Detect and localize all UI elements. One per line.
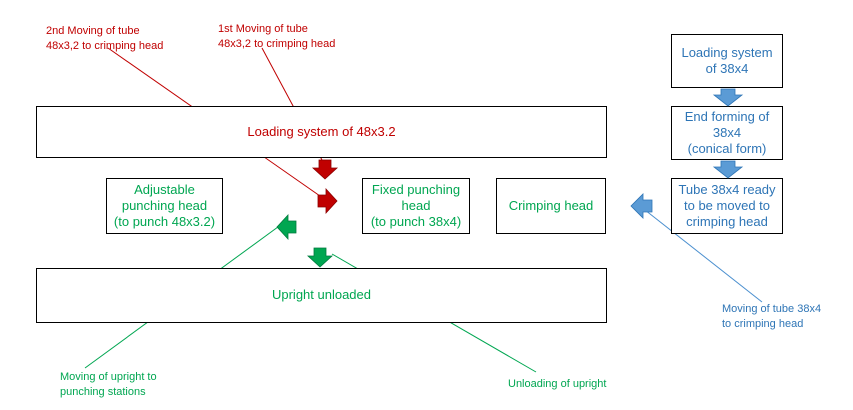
- loading-system-38-box: Loading system of 38x4: [671, 34, 783, 88]
- red-right-arrow: [317, 187, 338, 215]
- end-forming-box: End forming of 38x4 (conical form): [671, 106, 783, 160]
- green-down-arrow: [306, 247, 334, 268]
- upright-unloaded-box: Upright unloaded: [36, 268, 607, 323]
- blue-down-arrow-2: [712, 160, 744, 179]
- moving-tube-38x4-leader: [644, 209, 763, 303]
- blue-left-arrow: [630, 193, 653, 219]
- crimping-head-box: Crimping head: [496, 178, 606, 234]
- moving-tube-38x4-label: Moving of tube 38x4 to crimping head: [722, 303, 822, 330]
- green-left-arrow: [276, 213, 297, 241]
- unloading-upright-label: Unloading of upright: [508, 378, 607, 390]
- adjustable-punching-head-box: Adjustable punching head (to punch 48x3.…: [106, 178, 223, 234]
- blue-down-arrow-1: [712, 88, 744, 107]
- second-moving-label: 2nd Moving of tube 48x3,2 to crimping he…: [46, 25, 164, 52]
- first-moving-label: 1st Moving of tube 48x3,2 to crimping he…: [218, 23, 336, 50]
- moving-upright-label: Moving of upright to punching stations: [60, 371, 157, 398]
- loading-system-48-box: Loading system of 48x3.2: [36, 106, 607, 158]
- red-down-arrow: [311, 159, 339, 180]
- fixed-punching-head-box: Fixed punching head (to punch 38x4): [362, 178, 470, 234]
- tube-ready-box: Tube 38x4 ready to be moved to crimping …: [671, 178, 783, 234]
